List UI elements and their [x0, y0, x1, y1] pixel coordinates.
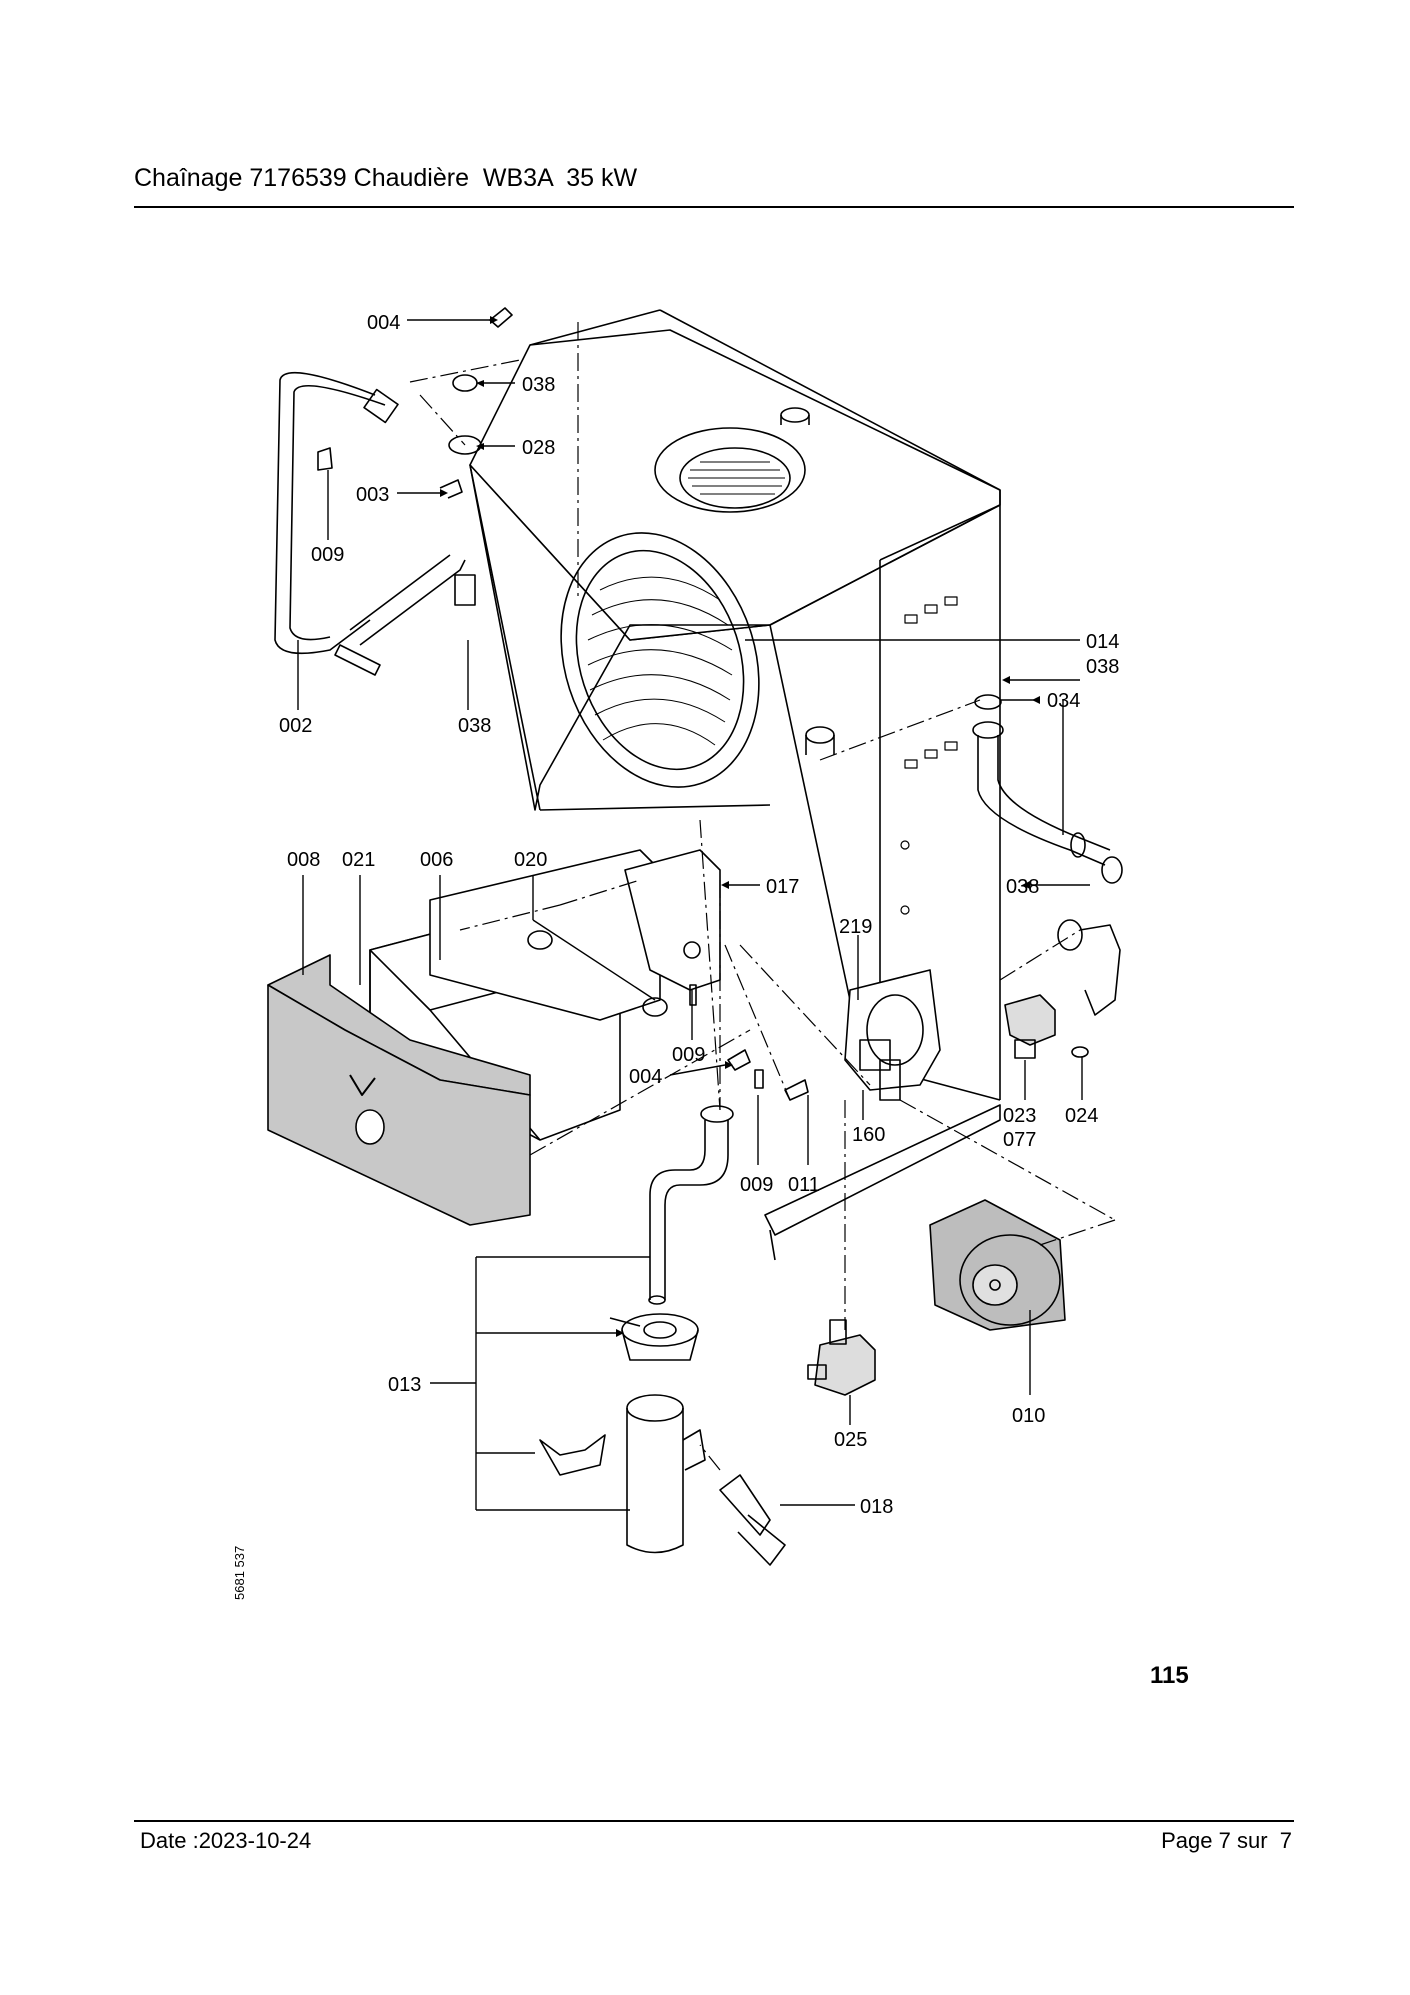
figure-number: 115 — [1150, 1662, 1189, 1689]
header-rule — [134, 206, 1294, 208]
hydraulic-block — [844, 969, 941, 1101]
part-label-004: 004 — [367, 312, 400, 334]
part-label-008: 008 — [287, 849, 320, 871]
part-label-028: 028 — [522, 437, 555, 459]
drain-hose-018 — [719, 1474, 786, 1566]
part-label-018: 018 — [860, 1496, 893, 1518]
part-label-038: 038 — [522, 374, 555, 396]
valve-025 — [807, 1319, 876, 1396]
bracket-020 — [429, 849, 721, 1021]
footer-date: Date :2023-10-24 — [140, 1828, 312, 1853]
part-label-009: 009 — [740, 1174, 773, 1196]
part-label-017: 017 — [766, 876, 799, 898]
part-label-009: 009 — [672, 1044, 705, 1066]
part-label-024: 024 — [1065, 1105, 1098, 1127]
pressure-switch-023 — [1004, 994, 1056, 1059]
part-label-020: 020 — [514, 849, 547, 871]
part-label-011: 011 — [788, 1174, 820, 1196]
part-label-006: 006 — [420, 849, 453, 871]
flow-pipe-002 — [274, 371, 476, 676]
siphon-cup-013 — [539, 1313, 706, 1554]
bracket-013 — [430, 1256, 650, 1511]
part-label-002: 002 — [279, 715, 312, 737]
part-label-038: 038 — [458, 715, 491, 737]
part-label-014: 014 — [1086, 631, 1119, 653]
part-label-219: 219 — [839, 916, 872, 938]
boiler-casing — [469, 309, 1001, 1101]
leader-lines — [297, 319, 1090, 1506]
part-label-013: 013 — [388, 1374, 421, 1396]
part-label-077: 077 — [1003, 1129, 1036, 1151]
part-label-160: 160 — [852, 1124, 885, 1146]
footer-page-number: Page 7 sur 7 — [1161, 1828, 1292, 1853]
part-label-021: 021 — [342, 849, 375, 871]
condensate-hose — [648, 1105, 734, 1305]
pump-head-010 — [929, 1199, 1066, 1331]
pump-connector-024 — [1057, 919, 1121, 1058]
part-label-038: 038 — [1006, 876, 1039, 898]
part-label-003: 003 — [356, 484, 389, 506]
part-label-038: 038 — [1086, 656, 1119, 678]
part-label-009: 009 — [311, 544, 344, 566]
footer-rule — [134, 1820, 1294, 1822]
part-label-023: 023 — [1003, 1105, 1036, 1127]
part-label-004: 004 — [629, 1066, 662, 1088]
return-pipe-034 — [972, 694, 1123, 884]
part-label-010: 010 — [1012, 1405, 1045, 1427]
bottom-rail — [764, 1104, 1001, 1236]
document-title: Chaînage 7176539 Chaudière WB3A 35 kW — [134, 164, 638, 192]
part-label-034: 034 — [1047, 690, 1080, 712]
drawing-reference-number: 5681 537 — [232, 1545, 247, 1600]
front-cover-008 — [267, 954, 531, 1226]
part-label-025: 025 — [834, 1429, 867, 1451]
